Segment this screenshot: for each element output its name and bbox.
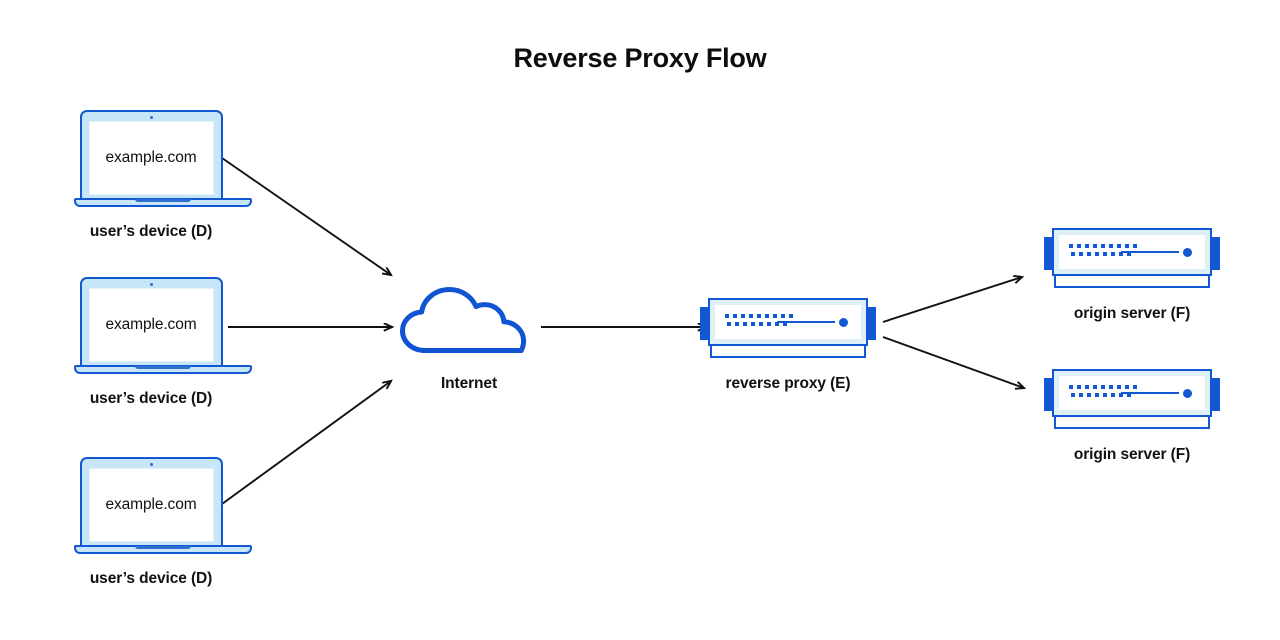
server-status-line bbox=[1121, 392, 1179, 394]
server-body bbox=[1052, 369, 1212, 417]
laptop-icon: example.com bbox=[73, 457, 252, 554]
laptop-icon: example.com bbox=[73, 110, 252, 207]
server-icon bbox=[1044, 228, 1220, 290]
server-status-dot bbox=[1183, 388, 1192, 398]
server-face bbox=[715, 305, 861, 339]
server-status-line bbox=[777, 321, 835, 323]
arrow-reverse-proxy-to-origin-2 bbox=[882, 336, 1024, 388]
screen-url-text: example.com bbox=[105, 496, 197, 513]
webcam-icon bbox=[149, 462, 153, 466]
server-tab-left bbox=[700, 307, 710, 340]
node-label-internet: Internet bbox=[440, 375, 498, 392]
arrow-reverse-proxy-to-origin-1 bbox=[882, 277, 1022, 323]
server-face bbox=[1059, 235, 1205, 269]
server-icon bbox=[1044, 369, 1220, 431]
node-origin-server-2: origin server (F) bbox=[1032, 369, 1232, 464]
server-status-line bbox=[1121, 251, 1179, 253]
server-tab-left bbox=[1044, 237, 1054, 270]
node-origin-server-1: origin server (F) bbox=[1032, 228, 1232, 323]
server-body bbox=[1052, 228, 1212, 276]
node-user-device-1: example.com user’s device (D) bbox=[61, 110, 252, 241]
server-tab-right bbox=[866, 307, 876, 340]
node-user-device-2: example.com user’s device (D) bbox=[61, 277, 252, 408]
cloud-icon bbox=[400, 287, 527, 353]
laptop-notch bbox=[134, 366, 191, 369]
server-led-grid bbox=[725, 314, 797, 330]
server-tab-right bbox=[1210, 378, 1220, 411]
laptop-screen: example.com bbox=[88, 468, 214, 542]
laptop-base bbox=[73, 365, 252, 374]
laptop-lid: example.com bbox=[79, 277, 223, 365]
screen-url-text: example.com bbox=[105, 149, 197, 166]
arrow-device-1-to-internet bbox=[221, 157, 391, 275]
laptop-screen: example.com bbox=[88, 288, 214, 362]
node-reverse-proxy: reverse proxy (E) bbox=[688, 298, 888, 393]
server-face bbox=[1059, 376, 1205, 410]
screen-url-text: example.com bbox=[105, 316, 197, 333]
laptop-notch bbox=[134, 546, 191, 549]
server-status-dot bbox=[1183, 247, 1192, 257]
server-icon bbox=[700, 298, 876, 360]
server-led-grid bbox=[1069, 385, 1141, 401]
laptop-base bbox=[73, 198, 252, 207]
node-label-user-device-2: user’s device (D) bbox=[89, 390, 213, 407]
server-led-grid bbox=[1069, 244, 1141, 260]
server-status-dot bbox=[839, 317, 848, 327]
laptop-base bbox=[73, 545, 252, 554]
server-body bbox=[708, 298, 868, 346]
webcam-icon bbox=[149, 282, 153, 286]
laptop-screen: example.com bbox=[88, 121, 214, 195]
page-title: Reverse Proxy Flow bbox=[513, 43, 767, 73]
node-label-origin-server-1: origin server (F) bbox=[1073, 305, 1191, 322]
node-label-user-device-3: user’s device (D) bbox=[89, 570, 213, 587]
server-tab-left bbox=[1044, 378, 1054, 411]
node-label-origin-server-2: origin server (F) bbox=[1073, 446, 1191, 463]
arrow-device-3-to-internet bbox=[221, 381, 391, 505]
laptop-notch bbox=[134, 199, 191, 202]
laptop-lid: example.com bbox=[79, 110, 223, 198]
laptop-lid: example.com bbox=[79, 457, 223, 545]
server-tab-right bbox=[1210, 237, 1220, 270]
node-label-reverse-proxy: reverse proxy (E) bbox=[725, 375, 851, 392]
node-user-device-3: example.com user’s device (D) bbox=[61, 457, 252, 588]
webcam-icon bbox=[149, 115, 153, 119]
node-label-user-device-1: user’s device (D) bbox=[89, 223, 213, 240]
node-internet: Internet bbox=[379, 282, 559, 393]
laptop-icon: example.com bbox=[73, 277, 252, 374]
